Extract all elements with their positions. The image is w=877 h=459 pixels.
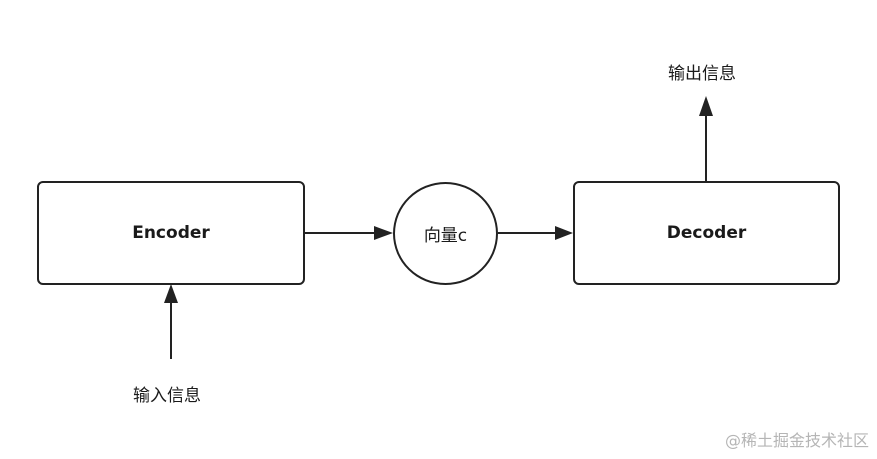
output-label: 输出信息	[668, 64, 736, 84]
arrow-encoder-to-vector	[305, 226, 393, 240]
arrow-decoder-to-output	[699, 96, 713, 181]
watermark: @稀土掘金技术社区	[724, 431, 869, 450]
decoder-box: Decoder	[573, 181, 840, 285]
vector-label: 向量c	[423, 226, 468, 246]
vector-circle: 向量c	[393, 182, 498, 285]
input-label: 输入信息	[133, 386, 201, 406]
encoder-box: Encoder	[37, 181, 305, 285]
arrow-input-to-encoder	[164, 284, 178, 359]
arrow-vector-to-decoder	[498, 226, 573, 240]
decoder-label: Decoder	[666, 223, 747, 243]
encoder-label: Encoder	[132, 223, 210, 243]
